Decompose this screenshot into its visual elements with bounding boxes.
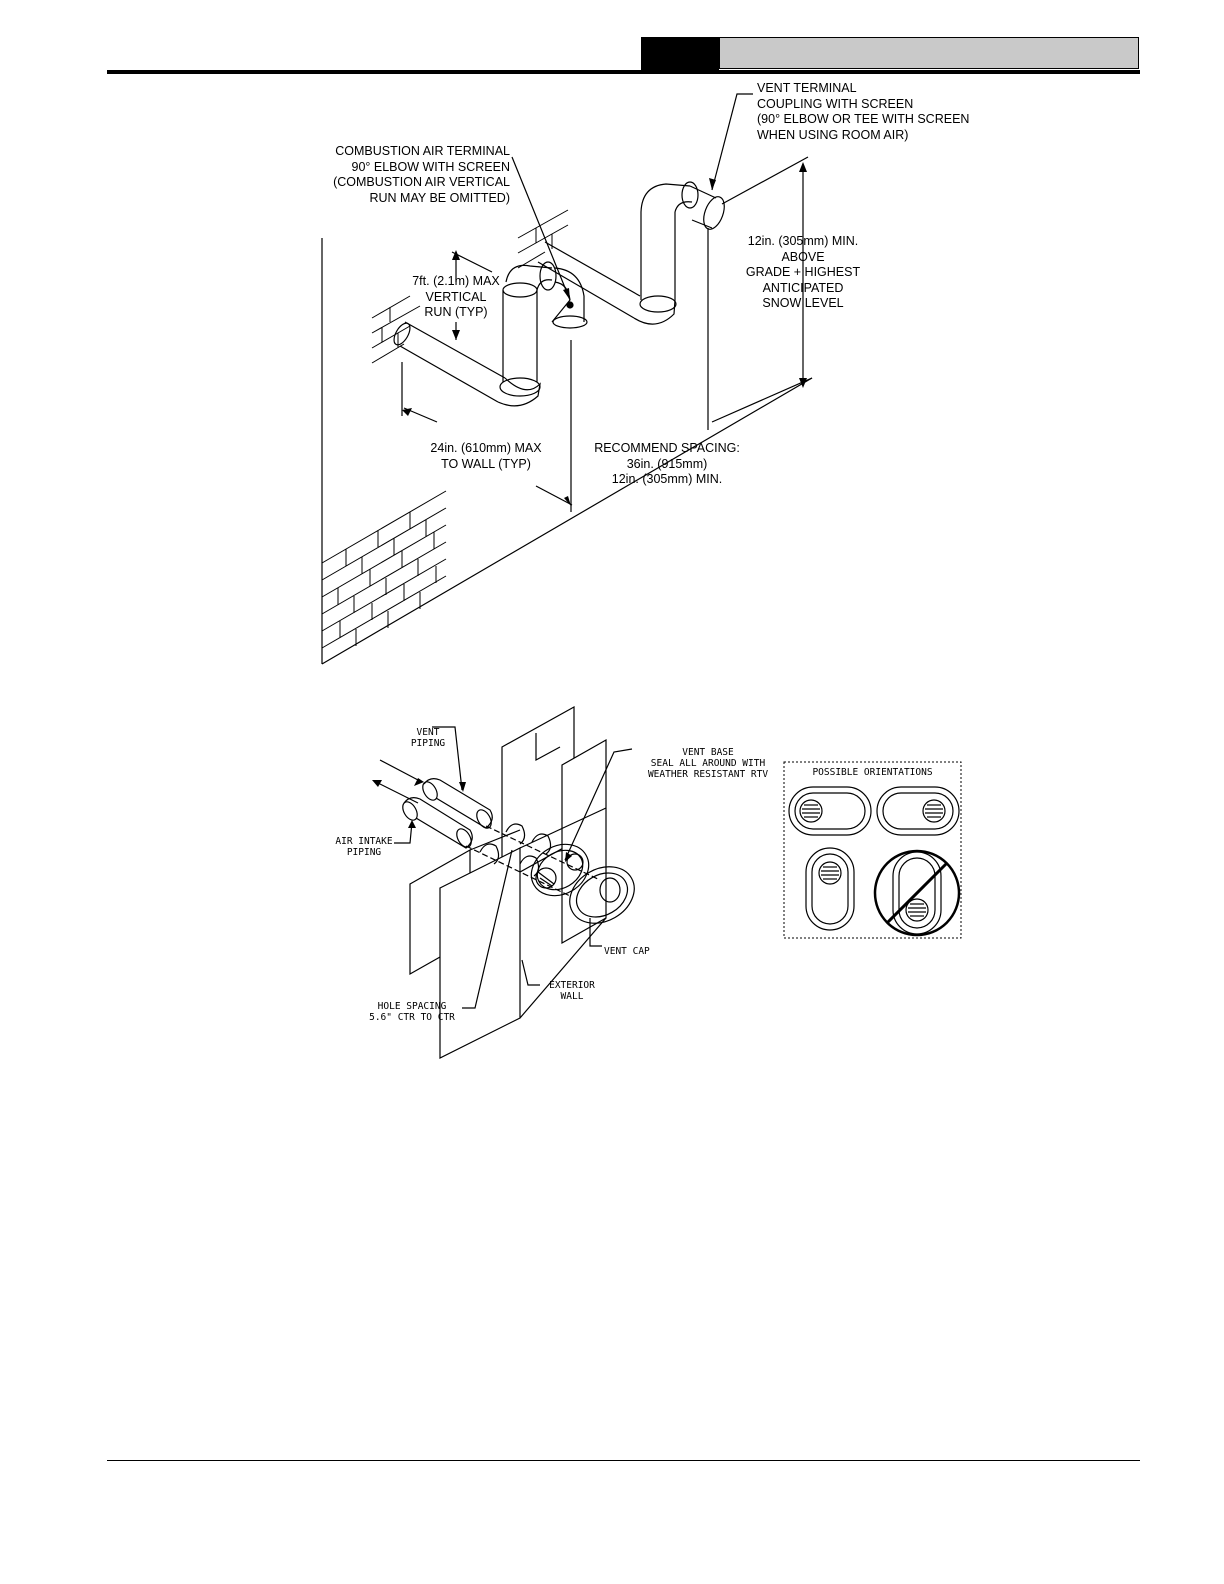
footer-rule [107,1460,1140,1461]
label-vent-terminal: VENT TERMINAL COUPLING WITH SCREEN (90° … [757,81,970,142]
label-hole-spacing: HOLE SPACING 5.6" CTR TO CTR [369,1001,455,1023]
label-spacing: RECOMMEND SPACING: 36in. (915mm) 12in. (… [594,441,740,487]
vent-termination-diagram [321,93,813,665]
header-title-box [719,37,1139,69]
label-min-above-grade: 12in. (305mm) MIN. ABOVE GRADE + HIGHEST… [745,234,861,311]
label-combustion-air-terminal: COMBUSTION AIR TERMINAL 90° ELBOW WITH S… [333,144,510,205]
label-to-wall: 24in. (610mm) MAX TO WALL (TYP) [430,441,542,471]
label-vent-cap: VENT CAP [604,946,650,957]
label-vent-piping: VENT PIPING [410,727,446,749]
label-air-intake-piping: AIR INTAKE PIPING [335,836,393,858]
header-tab [641,37,719,70]
label-exterior-wall: EXTERIOR WALL [549,980,595,1002]
header-rule [107,70,1140,74]
label-possible-orientations: POSSIBLE ORIENTATIONS [812,767,933,778]
label-vent-base: VENT BASE SEAL ALL AROUND WITH WEATHER R… [647,747,769,780]
label-vertical-run: 7ft. (2.1m) MAX VERTICAL RUN (TYP) [412,274,500,320]
